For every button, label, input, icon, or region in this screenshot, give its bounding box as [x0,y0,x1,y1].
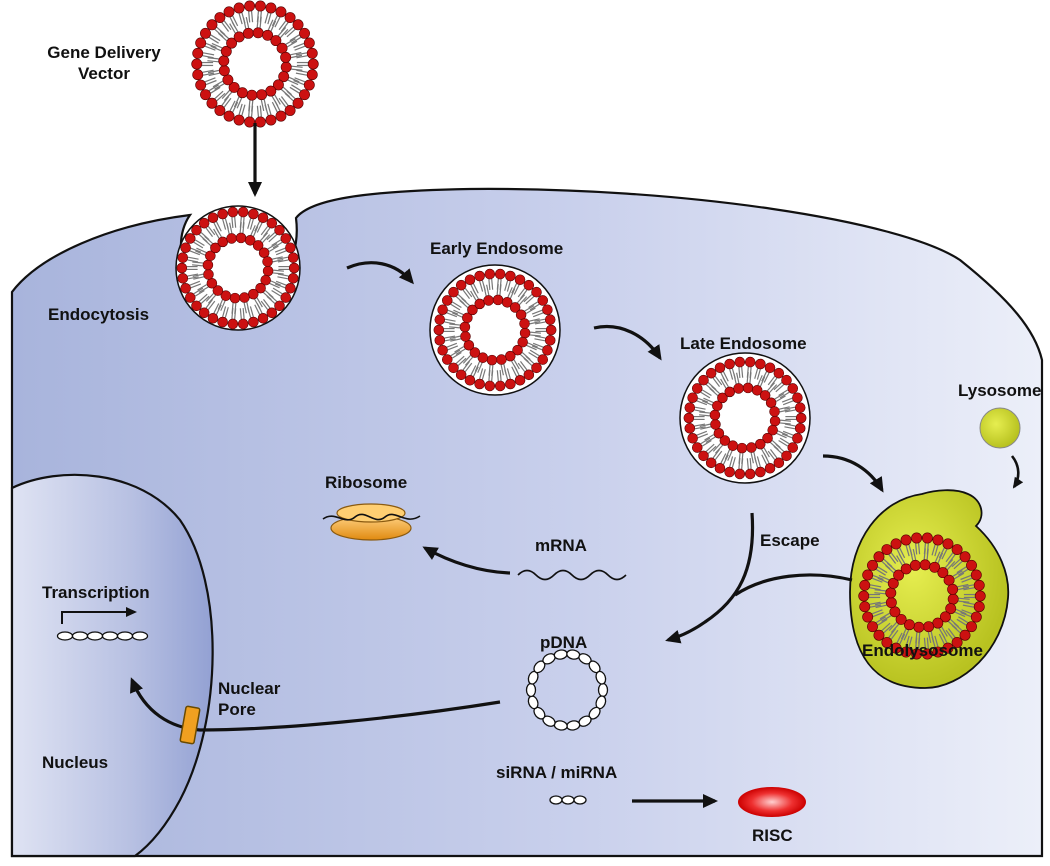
label-nuclear-pore: Nuclear Pore [218,679,281,719]
label-lysosome: Lysosome [958,381,1042,400]
dna-bead [101,631,119,641]
ribosome-icon [322,503,421,541]
dna-chain-icon [56,631,149,641]
arrow-to-early-endosome [346,261,414,285]
gene-delivery-vector-liposome [191,0,319,128]
dna-bead [116,631,134,641]
plasmid-icon [525,649,609,731]
late-endosome-liposome [683,356,807,480]
nuclear-pore-icon [179,705,201,745]
label-endocytosis: Endocytosis [48,305,150,324]
late-endosome-vesicle [679,352,811,484]
arrow-lysosome-fusion [1010,455,1024,489]
arrow-to-late-endosome [593,325,662,361]
label-endolysosome: Endolysosome [862,641,983,660]
transcription-start-arrow [61,607,137,624]
label-nucleus: Nucleus [42,753,109,772]
label-escape: Escape [760,531,820,550]
dna-bead [86,631,104,641]
liposome-group [176,0,986,660]
mrna-strand-icon [517,569,627,581]
early-endosome-vesicle [429,264,561,396]
label-pdna: pDNA [540,633,588,652]
arrow-escape-late [665,512,755,644]
endocytosed-liposome [176,206,300,330]
dna-bead [56,631,74,641]
sirna-bead [549,795,563,805]
endocytic-vesicle [175,205,301,331]
risc-icon [738,787,806,817]
cell-membrane [10,187,1044,858]
label-transcription: Transcription [42,583,150,602]
label-mrna: mRNA [535,536,587,555]
arrow-escape-endolysosome [734,573,853,597]
early-endosome-liposome [433,268,557,392]
plasmid-bead [525,682,537,698]
sirna-icon [549,795,587,805]
sirna-bead [573,795,587,805]
sirna-bead [561,795,575,805]
plasmid-bead [595,670,607,685]
lysosome-icon [979,407,1021,449]
label-early-endosome: Early Endosome [430,239,564,258]
dna-bead [71,631,89,641]
arrow-to-ribosome [422,546,511,575]
arrow-to-endolysosome [822,454,884,493]
endolysosome-liposome [858,532,986,660]
label-gene-delivery-vector: Gene Delivery Vector [47,43,161,83]
label-ribosome: Ribosome [325,473,408,492]
pathway-arrows [130,123,1024,808]
nucleus-shape [10,473,214,858]
plasmid-bead [597,682,609,698]
label-late-endosome: Late Endosome [680,334,807,353]
arrow-to-nucleus [130,677,501,732]
label-sirna: siRNA / miRNA [496,763,618,782]
dna-bead [131,631,149,641]
label-risc: RISC [752,826,793,845]
